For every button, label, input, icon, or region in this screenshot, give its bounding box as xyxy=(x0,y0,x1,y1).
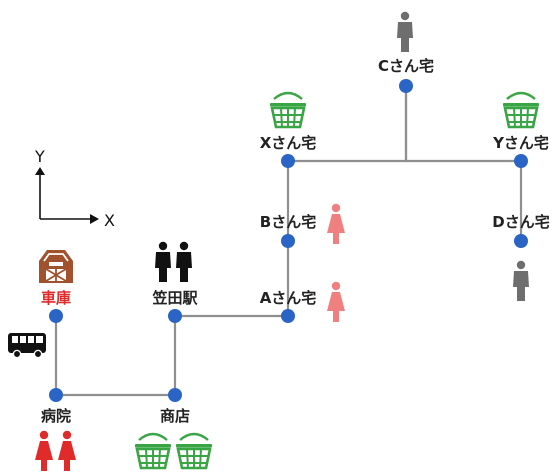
label-house-b: Bさん宅 xyxy=(260,213,316,231)
node-house-x[interactable] xyxy=(281,154,295,168)
shopping-basket-icon xyxy=(268,91,308,129)
shopping-basket-icon xyxy=(501,91,541,129)
label-garage: 車庫 xyxy=(41,289,71,307)
bus-icon xyxy=(8,333,46,359)
person-icon xyxy=(327,203,345,244)
node-house-c[interactable] xyxy=(399,79,413,93)
y-axis-label: Y xyxy=(34,147,45,166)
node-house-a[interactable] xyxy=(281,309,295,323)
shopping-basket-icon xyxy=(174,432,214,470)
node-house-y[interactable] xyxy=(514,154,528,168)
label-house-y: Yさん宅 xyxy=(492,134,549,152)
shopping-basket-icon xyxy=(133,432,173,470)
person-icon xyxy=(327,281,345,322)
label-house-x: Xさん宅 xyxy=(260,134,317,152)
node-hospital[interactable] xyxy=(49,388,63,402)
node-shop[interactable] xyxy=(168,388,182,402)
person-icon xyxy=(397,11,413,52)
label-house-a: Aさん宅 xyxy=(260,289,317,307)
barn-icon xyxy=(39,250,73,283)
node-house-b[interactable] xyxy=(281,234,295,248)
node-garage[interactable] xyxy=(49,309,63,323)
axis-indicator: Y X xyxy=(34,147,115,230)
person-icon xyxy=(176,241,192,282)
label-house-c: Cさん宅 xyxy=(378,57,434,75)
label-station: 笠田駅 xyxy=(151,289,198,307)
person-icon xyxy=(35,430,53,471)
label-shop: 商店 xyxy=(160,407,190,425)
x-axis-label: X xyxy=(104,211,115,230)
node-house-d[interactable] xyxy=(514,234,528,248)
person-icon xyxy=(58,430,76,471)
person-icon xyxy=(513,260,529,301)
label-house-d: Dさん宅 xyxy=(492,213,549,231)
person-icon xyxy=(155,241,171,282)
route-nodes xyxy=(49,79,528,402)
label-hospital: 病院 xyxy=(41,407,71,425)
route-lines xyxy=(54,86,523,397)
node-station[interactable] xyxy=(168,309,182,323)
